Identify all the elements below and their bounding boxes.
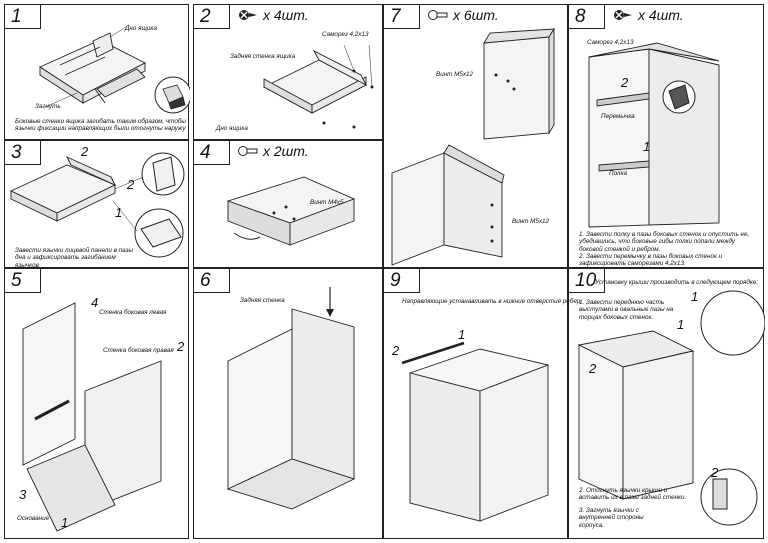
step-number: 1 [5,5,41,29]
hardware-quantity: x 6шт. [453,7,499,23]
self-tapping-screw-icon [614,10,632,20]
label-bolt: Винт М5x12 [512,218,550,225]
hardware-quantity: x 4шт. [638,7,684,23]
hardware-quantity: x 4шт. [263,7,309,23]
callout-4: 4 [91,295,99,310]
step-number: 2 [194,5,230,29]
panel-step-5: 5 Стенка боковая левая Стенка боковая пр… [4,268,189,539]
drawer-assembled-illustration [226,176,356,246]
callout-1: 1 [643,139,651,154]
callout-1: 1 [115,205,123,220]
step-note: 1. Завести полку в пазы боковых стенок и… [579,231,750,268]
hardware-count: x 2шт. [238,143,309,159]
roof-installation-illustration [577,290,765,526]
drawer-bending-illustration [39,24,190,114]
step-note: Завести язычки лицевой панели в пазы дна… [15,247,134,269]
hardware-count: x 6шт. [428,7,499,23]
step-number: 4 [194,141,230,165]
callout-2: 2 [589,361,597,376]
label-left-sidewall: Стенка боковая левая [99,309,167,316]
panel-step-4: 4 x 2шт. Винт М4x5 [193,140,383,268]
panel-step-9: 9 Направляющие устанавливать в нижние от… [383,268,582,539]
front-panel-illustration [9,152,185,258]
step-title: Установку крыши производить в следующем … [595,279,759,286]
panel-step-3: 3 2 2 1 Завести язычки лицевой панели в … [4,140,189,269]
self-tapping-screw-icon [239,10,257,20]
label-bolt: Винт М4x5 [310,199,344,206]
callout-2: 2 [711,465,719,480]
callout-1: 1 [61,515,69,530]
back-wall-illustration [226,287,356,510]
step-number: 9 [384,269,420,293]
panel-step-6: 6 Задняя стенка [193,268,383,539]
callout-3: 3 [19,487,27,502]
step-note: Боковые стенки ящика загибать таким обра… [15,118,187,133]
label-screw: Саморез 4,2x13 [322,31,369,38]
label-back-wall: Задняя стенка [240,297,285,304]
callout-2: 2 [392,343,400,358]
drawer-back-wall-illustration [263,44,374,129]
label-crossbar: Перемычка [601,113,635,120]
callout-1: 1 [691,289,699,304]
panel-step-8: 8 x 4шт. Саморез 4,2x13 Перемычка Полка … [568,4,764,268]
substep-3: 3. Загнуть язычки с внутренней стороны к… [579,507,644,529]
callout-2: 2 [177,339,185,354]
step-number: 6 [194,269,230,293]
step-note: Направляющие устанавливать в нижние отве… [402,298,583,305]
callout-2: 2 [621,75,629,90]
hardware-quantity: x 2шт. [263,143,309,159]
callout-2: 2 [81,144,89,159]
shelf-crossbar-illustration [588,42,720,228]
panel-step-7: 7 x 6шт. Винт М5x12 Винт М5x12 [383,4,568,268]
panel-step-2: 2 x 4шт. Саморез 4,2x13 Задняя стенка ящ… [193,4,383,140]
panel-step-10: 10 Установку крыши производить в следующ… [568,268,765,539]
step-number: 5 [5,269,41,293]
substep-1: 1. Завести переднюю часть выступами в ов… [579,299,674,321]
bolt-icon [238,146,258,156]
sidewall-rib-illustration [391,27,555,266]
step-number: 3 [5,141,41,165]
substep-2: 2. Отогнуть язычки крыши и вставить их в… [579,487,687,502]
callout-1: 1 [458,327,466,342]
label-drawer-bottom: Дно ящика [216,125,248,132]
sidewalls-base-illustration [22,302,162,532]
label-bolt: Винт М5x12 [436,71,474,78]
panel-step-1: 1 Дно ящика Загнуть Боковые стенки ящик [4,4,190,140]
label-base: Основание [17,515,50,522]
label-drawer-bottom: Дно ящика [125,25,157,32]
callout-1: 1 [677,317,685,332]
hardware-count: x 4шт. [613,7,684,23]
callout-2: 2 [127,177,135,192]
label-shelf: Полка [609,170,627,177]
step-number: 10 [569,269,605,293]
drawer-runners-illustration [401,341,550,522]
step-number: 7 [384,5,420,29]
label-back-wall: Задняя стенка ящика [230,53,296,60]
hardware-count: x 4шт. [238,7,309,23]
label-right-sidewall: Стенка боковая правая [103,347,174,354]
label-screw: Саморез 4,2x13 [587,39,634,46]
step-number: 8 [569,5,605,29]
bolt-icon [428,10,448,20]
label-bend: Загнуть [35,103,61,110]
